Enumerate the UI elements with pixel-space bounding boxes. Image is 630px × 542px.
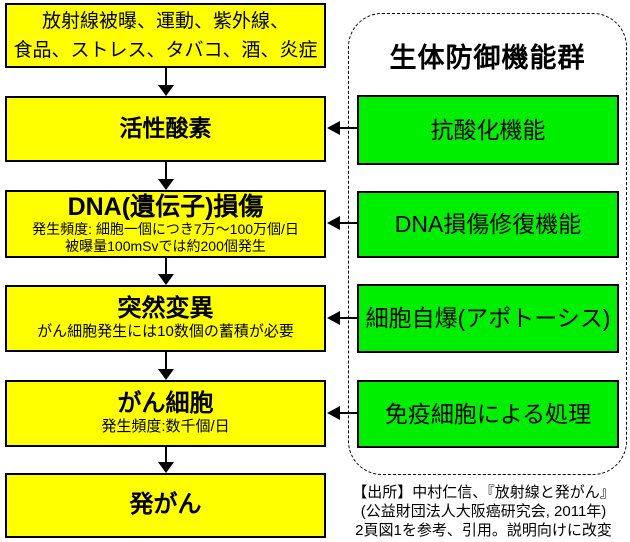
left-arrow-dna-repair [327, 216, 358, 230]
defense-group-title: 生体防御機能群 [389, 43, 586, 73]
arrow-line [336, 222, 358, 224]
defense-group-container: 生体防御機能群 抗酸化機能 DNA損傷修復機能 細胞自爆(アポトーシス) 免疫細… [348, 13, 627, 475]
arrow-line [165, 447, 167, 464]
flow-box-carcinogenesis: 発がん [5, 473, 326, 538]
down-arrow-5 [158, 447, 174, 473]
arrow-line [165, 162, 167, 181]
arrow-head-icon [158, 85, 174, 96]
arrow-head-icon [327, 311, 340, 325]
down-arrow-3 [158, 258, 174, 285]
defense-box-dna-repair: DNA損傷修復機能 [357, 191, 619, 258]
dna-damage-sub2: 被曝量100mSvでは約200個発生 [65, 238, 266, 254]
carcinogenesis-title: 発がん [129, 491, 202, 519]
causes-text-line2: 食品、ストレス、タバコ、酒、炎症 [13, 39, 318, 61]
cancer-cell-sub1: 発生頻度:数千個/日 [101, 417, 230, 435]
mutation-title: 突然変異 [117, 295, 214, 323]
defense-box-label: 細胞自爆(アポトーシス) [365, 305, 611, 332]
defense-box-antioxidant: 抗酸化機能 [357, 95, 619, 165]
defense-box-apoptosis: 細胞自爆(アポトーシス) [357, 284, 619, 353]
citation-line1: 【出所】中村仁信、『放射線と発がん』 [352, 484, 615, 501]
arrow-head-icon [327, 406, 340, 420]
left-arrow-antioxidant [327, 121, 358, 135]
left-arrow-apoptosis [327, 311, 358, 325]
arrow-head-icon [158, 369, 174, 380]
defense-box-label: 抗酸化機能 [430, 116, 546, 143]
defense-box-label: DNA損傷修復機能 [394, 211, 582, 238]
arrow-line [336, 127, 358, 129]
mutation-sub1: がん細胞発生には10数個の蓄積が必要 [37, 322, 294, 340]
down-arrow-2 [158, 162, 174, 190]
flow-box-mutation: 突然変異 がん細胞発生には10数個の蓄積が必要 [5, 285, 326, 352]
arrow-head-icon [158, 274, 174, 285]
dna-damage-sub1: 発生頻度: 細胞一個につき7万～100万個/日 [32, 221, 299, 237]
defense-box-immune-cells: 免疫細胞による処理 [357, 380, 619, 448]
cancer-cell-title: がん細胞 [117, 390, 214, 418]
arrow-line [165, 68, 167, 87]
active-oxygen-title: 活性酸素 [119, 115, 212, 142]
left-arrow-immune [327, 406, 358, 420]
down-arrow-4 [158, 352, 174, 380]
arrow-head-icon [327, 216, 340, 230]
flow-box-dna-damage: DNA(遺伝子)損傷 発生頻度: 細胞一個につき7万～100万個/日 被曝量10… [5, 190, 326, 258]
causes-text-line1: 放射線被曝、運動、紫外線、 [41, 10, 289, 32]
citation-line2: (公益財団法人大阪癌研究会, 2011年) [360, 503, 607, 520]
flow-box-causes: 放射線被曝、運動、紫外線、 食品、ストレス、タバコ、酒、炎症 [5, 3, 326, 68]
arrow-head-icon [158, 179, 174, 190]
source-citation: 【出所】中村仁信、『放射線と発がん』 (公益財団法人大阪癌研究会, 2011年)… [337, 483, 630, 540]
dna-damage-title: DNA(遺伝子)損傷 [67, 193, 264, 221]
citation-line3: 2頁図1を参考、引用。説明向けに改変 [355, 522, 612, 539]
arrow-head-icon [327, 121, 340, 135]
arrow-line [165, 352, 167, 371]
arrow-head-icon [158, 462, 174, 473]
arrow-line [165, 258, 167, 276]
defense-box-label: 免疫細胞による処理 [384, 400, 592, 427]
flow-box-cancer-cell: がん細胞 発生頻度:数千個/日 [5, 380, 326, 447]
flow-box-active-oxygen: 活性酸素 [5, 96, 326, 162]
arrow-line [336, 317, 358, 319]
arrow-line [336, 412, 358, 414]
down-arrow-1 [158, 68, 174, 96]
